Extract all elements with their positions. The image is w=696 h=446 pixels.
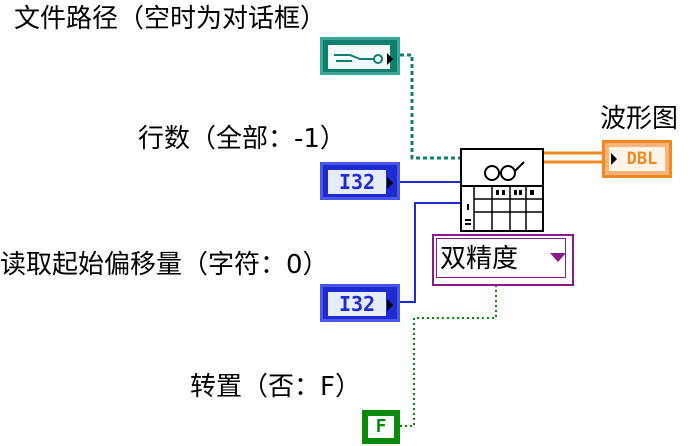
transpose-value-text: F: [375, 416, 387, 437]
offset-type-text: I32: [338, 292, 376, 316]
terminal-arrow-icon: [387, 177, 393, 189]
file-path-terminal[interactable]: [320, 37, 400, 75]
transpose-terminal[interactable]: F: [362, 410, 400, 444]
file-path-label: 文件路径（空时为对话框）: [14, 4, 327, 34]
path-wire: [400, 53, 460, 160]
terminal-arrow-icon: [611, 153, 617, 165]
waveform-type-text: DBL: [626, 149, 658, 169]
data-type-selector[interactable]: 双精度: [432, 234, 574, 286]
rows-type-text: I32: [338, 170, 376, 194]
terminal-arrow-icon: [387, 299, 393, 311]
terminal-arrow-icon: [387, 53, 393, 65]
file-path-icon: [328, 45, 390, 69]
read-spreadsheet-file-function[interactable]: [460, 148, 544, 232]
waveform-terminal[interactable]: DBL: [602, 140, 672, 178]
rows-label: 行数（全部：-1）: [138, 124, 346, 154]
rows-terminal[interactable]: I32: [320, 162, 400, 200]
read-spreadsheet-file-icon: [462, 161, 542, 230]
waveform-label: 波形图: [600, 104, 679, 134]
offset-terminal[interactable]: I32: [320, 284, 400, 322]
bool-wire: [400, 286, 497, 427]
dbl-wire: [543, 151, 606, 164]
offset-label: 读取起始偏移量（字符：0）: [0, 250, 329, 280]
int-wire: [400, 181, 460, 303]
dropdown-triangle-icon[interactable]: [550, 253, 566, 262]
transpose-label: 转置（否：F）: [190, 372, 361, 402]
data-type-value: 双精度: [440, 244, 519, 274]
